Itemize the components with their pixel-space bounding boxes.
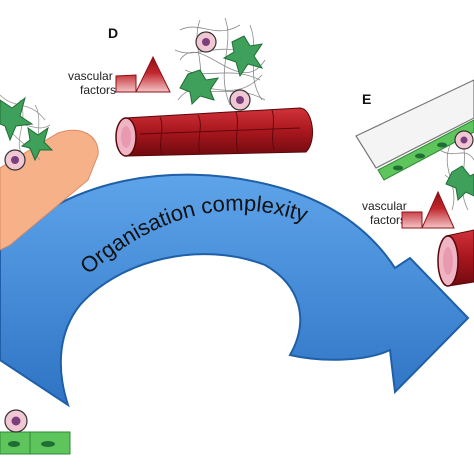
green-strip-bottom — [0, 431, 71, 455]
vascular-factors-d-line1: vascular — [68, 69, 113, 83]
blood-vessel-d — [115, 107, 314, 157]
tissue-block-left — [0, 94, 99, 251]
pink-cell-bottom-nucleus — [11, 416, 21, 426]
vessel-body-d — [123, 107, 314, 157]
vessel-lumen-inner-d — [121, 126, 131, 148]
fibroblast-cell-left-2 — [20, 126, 54, 162]
blood-vessel-e — [437, 229, 474, 287]
vascular-factor-arrow-d — [115, 55, 171, 93]
arrow-body — [0, 173, 470, 408]
panel-d-letter: D — [108, 25, 118, 41]
pink-cell-e-nucleus — [460, 136, 468, 144]
fibroblast-cell-left-1 — [0, 96, 34, 142]
fibroblast-cell-d-1 — [222, 35, 264, 78]
vascular-factor-arrow-e — [401, 190, 455, 229]
endothelial-nuclei-bottom — [8, 441, 55, 447]
pink-cell-d-mid-nucleus — [236, 96, 244, 104]
vessel-tube-e — [355, 79, 474, 169]
vascular-factors-d-line2: factors — [80, 83, 116, 97]
vessel-lumen-inner-e — [443, 247, 453, 275]
pink-cell-d-top-nucleus — [202, 38, 210, 46]
endothelial-layer-e — [377, 119, 474, 181]
pink-cell-left-nucleus — [11, 156, 19, 164]
endothelial-strip-bottom — [0, 409, 71, 455]
vascular-factors-e-line1: vascular — [362, 199, 407, 213]
fibroblast-cell-e — [445, 165, 474, 202]
panel-e-letter: E — [362, 91, 371, 107]
panel-e: E vascular factors — [355, 79, 474, 287]
vascular-factors-e-line2: factors — [370, 213, 406, 227]
fibroblast-cell-d-2 — [179, 69, 220, 106]
vessel-cell-borders-d — [139, 109, 301, 156]
panel-d: D vascular factors — [68, 17, 314, 157]
